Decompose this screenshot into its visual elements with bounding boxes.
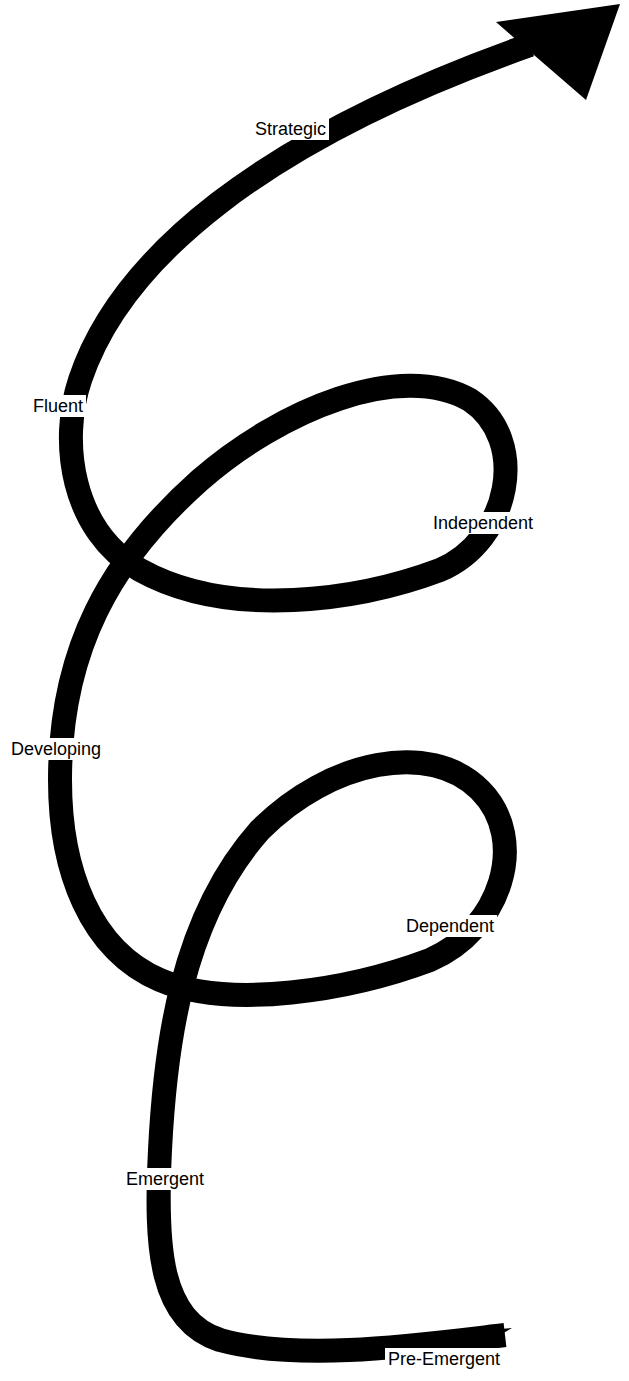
stage-label: Emergent — [123, 1168, 207, 1190]
arrow-head — [496, 4, 620, 100]
stage-label: Dependent — [403, 915, 497, 937]
spiral-band — [60, 45, 530, 1351]
stage-label: Fluent — [30, 395, 86, 417]
stage-label: Strategic — [252, 118, 329, 140]
stage-label: Developing — [8, 738, 104, 760]
stage-label: Independent — [430, 512, 536, 534]
stage-label: Pre-Emergent — [385, 1348, 503, 1370]
